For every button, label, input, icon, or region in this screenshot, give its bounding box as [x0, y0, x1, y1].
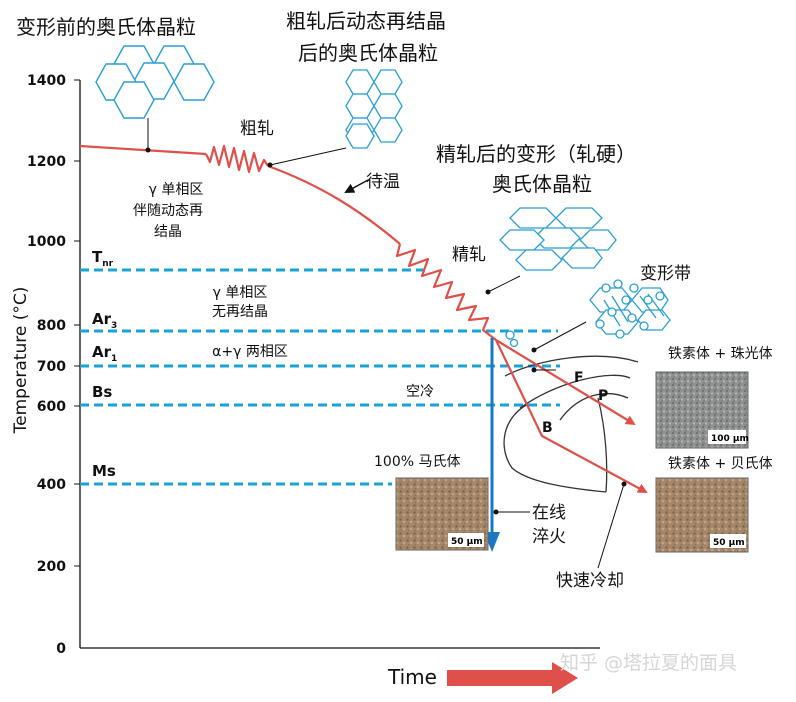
title-before-deformation: 变形前的奥氏体晶粒	[16, 15, 196, 39]
ferrite-pearlite-label: 铁素体 + 珠光体	[668, 346, 773, 362]
grain-finish-rolled	[499, 207, 617, 271]
title-recrystallized-line2: 后的奥氏体晶粒	[298, 41, 438, 65]
tnr-label: Tnr	[92, 248, 114, 269]
rough-rolling-label: 粗轧	[240, 119, 274, 139]
ar1-label: Ar1	[92, 343, 117, 364]
scale-bar-box	[710, 534, 746, 548]
cct-curves	[503, 355, 639, 493]
grain-recrystallized-pointer	[269, 147, 347, 166]
pearlite-inner-curve	[559, 392, 629, 421]
grain-before-deformation	[95, 45, 215, 119]
y-axis-label: Temperature (°C)	[11, 287, 31, 435]
watermark: 知乎 @塔拉夏的面具	[560, 652, 737, 674]
bs-label: Bs	[92, 383, 112, 401]
deformation-band-label: 变形带	[640, 264, 691, 284]
ferrite-dot	[531, 367, 537, 373]
grain-finish-rolled-pointer	[487, 275, 521, 293]
y-tick-label: 800	[37, 318, 66, 334]
bainite-region-curve	[503, 403, 607, 493]
ar3-label: Ar3	[92, 310, 117, 331]
air-cool-path	[495, 339, 636, 426]
grain-recrystallized-dot	[267, 162, 273, 168]
y-tick-label: 1200	[27, 154, 66, 170]
scale-bar-box	[448, 533, 484, 547]
zone-gamma-recrystallization-l2: 伴随动态再	[133, 203, 203, 219]
air-cool-label: 空冷	[406, 384, 434, 400]
holding-label: 待温	[366, 172, 400, 192]
y-tick-label: 400	[37, 477, 66, 493]
rough-rolling-zigzag	[205, 144, 269, 174]
y-tick-label: 0	[56, 641, 66, 657]
online-quench-label-l1: 在线	[532, 503, 566, 523]
holding-segment	[267, 164, 401, 245]
finish-rolling-label: 精轧	[452, 245, 486, 265]
bainite-right-curve	[597, 397, 608, 493]
grain-recrystallized	[345, 69, 403, 149]
ferrite-start-curve	[504, 355, 639, 377]
title-finish-rolled-line2: 奥氏体晶粒	[492, 172, 592, 196]
grain-finish-rolled-dot	[485, 289, 491, 295]
zone-gamma-recrystallization-l1: γ 单相区	[149, 182, 204, 198]
martensite-label: 100% 马氏体	[374, 454, 460, 470]
pearlite-curve	[519, 374, 631, 409]
ms-label: Ms	[92, 462, 116, 480]
title-finish-rolled-line1: 精轧后的变形（轧硬）	[436, 142, 636, 166]
ferrite-region-label: F	[574, 370, 584, 386]
scale-bar-label: 100 μm	[711, 434, 749, 444]
online-quench-dot	[493, 509, 499, 515]
y-axis-ticks	[74, 79, 80, 567]
online-quench-label-l2: 淬火	[532, 527, 566, 547]
zone-gamma-no-recrystallization-l1: γ 单相区	[213, 285, 268, 301]
grain-deformation-band	[505, 279, 671, 348]
zone-gamma-recrystallization-l3: 结晶	[154, 224, 182, 240]
deformation-band-pointer	[533, 321, 587, 351]
deformation-band-dot	[531, 347, 537, 353]
y-tick-label: 600	[37, 399, 66, 415]
process-line	[79, 144, 648, 493]
y-tick-label: 1400	[27, 73, 66, 89]
y-tick-label: 1000	[27, 234, 66, 250]
fast-cooling-label: 快速冷却	[556, 571, 624, 591]
zone-two-phase: α+γ 两相区	[212, 344, 288, 360]
scale-bar-label: 50 μm	[713, 538, 745, 548]
y-tick-label: 200	[37, 559, 66, 575]
zone-gamma-no-recrystallization-l2: 无再结晶	[212, 304, 268, 320]
pearlite-region-label: P	[598, 388, 608, 404]
ferrite-bainite-label: 铁素体 + 贝氏体	[668, 456, 773, 472]
holding-pointer	[344, 179, 369, 193]
fast-cooling-dot	[621, 481, 627, 487]
grain-before-dot	[145, 147, 151, 153]
time-arrow	[447, 662, 578, 694]
fast-cooling-pointer	[597, 483, 625, 569]
fast-cool-path	[495, 339, 648, 493]
reheat-segment	[79, 144, 207, 156]
scale-bar-box	[708, 430, 746, 444]
x-axis-label: Time	[387, 665, 437, 689]
bainite-region-label: B	[542, 420, 553, 436]
scale-bar-label: 50 μm	[451, 537, 483, 547]
title-recrystallized-line1: 粗轧后动态再结晶	[286, 9, 446, 33]
critical-temperature-lines	[80, 268, 560, 486]
y-tick-label: 700	[37, 359, 66, 375]
finish-rolling-zigzag	[395, 243, 497, 341]
